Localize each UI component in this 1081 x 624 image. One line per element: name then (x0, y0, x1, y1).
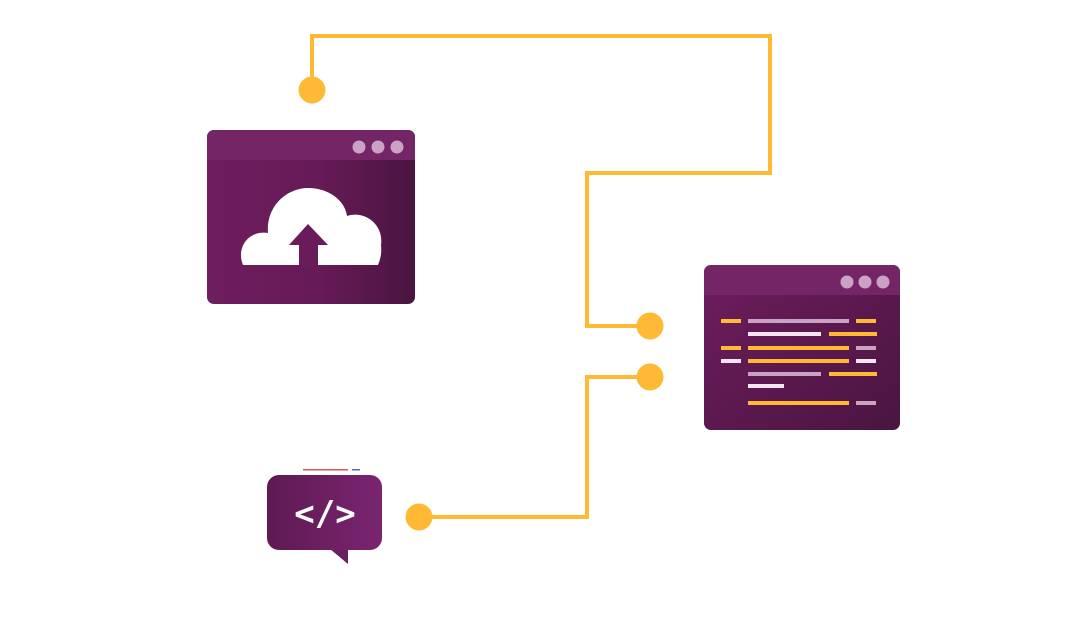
connector-lines (310, 34, 772, 519)
connector-bubble-to-editor (419, 375, 650, 519)
connector-dot-editor-top (636, 312, 664, 340)
window-controls (840, 275, 890, 289)
code-tag-icon: </> (294, 494, 355, 534)
speech-bubble-tail (330, 549, 348, 564)
upload-window (207, 130, 415, 304)
speech-bubble-body (267, 475, 382, 550)
connector-dots (298, 76, 664, 531)
window-dot-icon (876, 275, 890, 289)
window-controls (352, 140, 404, 154)
connector-dot-upload (298, 76, 326, 104)
window-dot-icon (352, 140, 366, 154)
cloud-upload-icon (240, 188, 382, 266)
connector-upload-to-editor (310, 34, 772, 328)
window-dot-icon (858, 275, 872, 289)
connector-dot-bubble (405, 503, 433, 531)
code-lines-icon (721, 319, 877, 405)
window-dot-icon (390, 140, 404, 154)
connector-dot-editor-bottom (636, 363, 664, 391)
window-dot-icon (840, 275, 854, 289)
window-dot-icon (371, 140, 385, 154)
code-speech-bubble: </> (267, 469, 382, 564)
code-editor-window (704, 265, 900, 430)
